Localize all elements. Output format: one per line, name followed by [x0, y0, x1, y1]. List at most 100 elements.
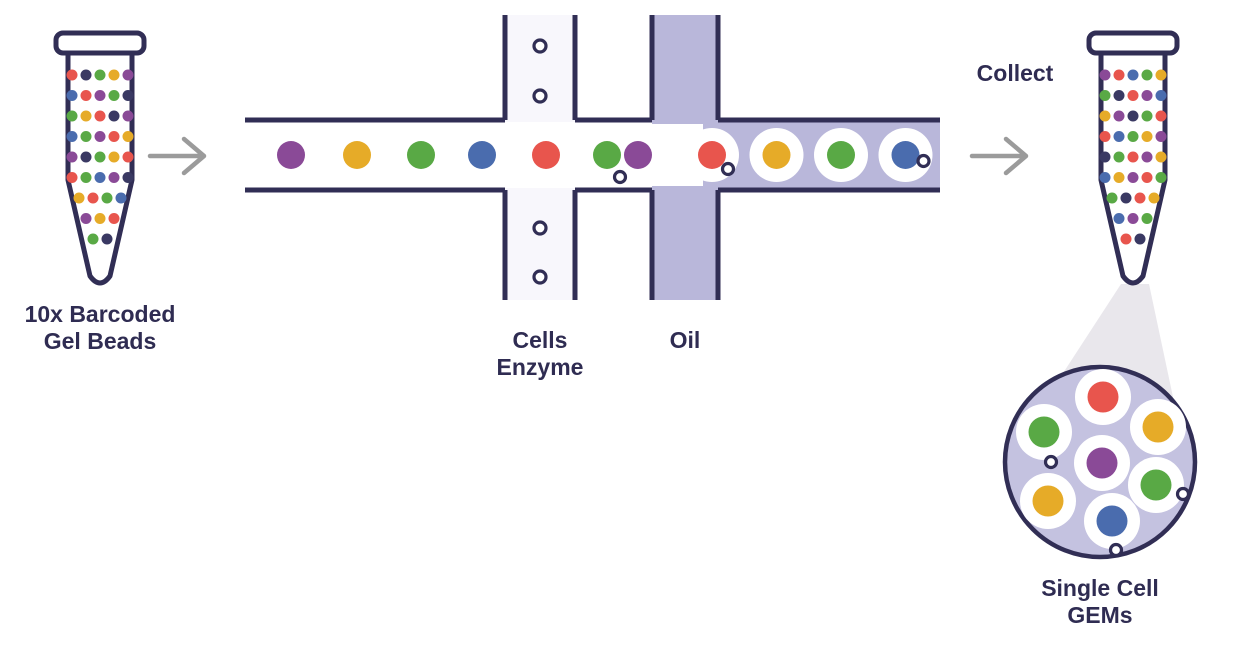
- gel-bead-dot: [122, 110, 134, 122]
- cell-icon: [532, 88, 548, 104]
- gel-bead-dot: [87, 233, 99, 245]
- gel-bead-dot: [122, 172, 134, 183]
- gel-bead-dot: [80, 90, 92, 101]
- gel-bead-dot: [1141, 131, 1153, 142]
- gel-bead-dot: [94, 151, 106, 163]
- cell-icon: [532, 38, 548, 54]
- gel-bead-dot: [1127, 172, 1139, 183]
- gel-bead: [827, 141, 855, 169]
- gel-bead-dot: [94, 90, 106, 101]
- gel-bead-dot: [94, 131, 106, 142]
- gel-bead-dot: [94, 172, 106, 183]
- gel-bead-dot: [1099, 69, 1111, 81]
- gel-bead-dot: [1113, 172, 1125, 183]
- flow-arrow-left-icon: [147, 136, 207, 176]
- gel-bead-dot: [108, 69, 120, 81]
- collection-tube: [1089, 33, 1177, 283]
- gel-bead-dot: [80, 213, 92, 224]
- gel-bead: [1086, 447, 1118, 479]
- cell-icon: [532, 269, 548, 285]
- gel-bead-dot: [1113, 213, 1125, 224]
- cell-icon: [1108, 542, 1124, 558]
- gel-beads-label-line2: Gel Beads: [44, 328, 157, 354]
- gel-bead: [343, 141, 371, 169]
- gel-bead: [532, 141, 560, 169]
- gel-bead-dot: [1099, 90, 1111, 101]
- gel-bead-dot: [108, 131, 120, 142]
- gel-bead-dot: [66, 110, 78, 122]
- collection-tube-contents: [1099, 69, 1167, 245]
- gel-bead-dot: [122, 151, 134, 163]
- cells-label-line2: Enzyme: [497, 354, 584, 380]
- gel-bead-dot: [1113, 110, 1125, 122]
- gel-bead-dot: [66, 151, 78, 163]
- gel-bead-dot: [1134, 233, 1146, 245]
- gel-beads-label-line1: 10x Barcoded: [25, 301, 176, 327]
- gel-bead: [1028, 416, 1060, 448]
- gel-bead-dot: [80, 69, 92, 81]
- gel-bead: [407, 141, 435, 169]
- gel-bead-dot: [108, 172, 120, 183]
- gel-bead-dot: [1099, 131, 1111, 142]
- gel-bead-dot: [73, 192, 85, 204]
- gems-label-line1: Single Cell: [1041, 575, 1159, 601]
- magnifier-gems: [1016, 369, 1191, 558]
- gel-bead-dot: [1155, 110, 1167, 122]
- gel-bead-dot: [122, 69, 134, 81]
- gel-bead-dot: [1106, 192, 1118, 204]
- channel-beads: [277, 141, 652, 185]
- gel-bead-dot: [101, 233, 113, 245]
- gel-bead-dot: [1099, 151, 1111, 163]
- gel-bead-dot: [94, 213, 106, 224]
- gel-bead: [698, 141, 726, 169]
- collect-label: Collect: [977, 60, 1054, 86]
- gel-bead: [468, 141, 496, 169]
- gel-bead-dot: [80, 131, 92, 142]
- gel-bead-dot: [1127, 131, 1139, 142]
- gel-bead-dot: [1134, 192, 1146, 204]
- gel-bead-dot: [1113, 151, 1125, 163]
- gel-bead-dot: [1155, 151, 1167, 163]
- gel-bead-dot: [1113, 90, 1125, 101]
- gel-bead-dot: [94, 110, 106, 122]
- gel-bead-dot: [1120, 192, 1132, 204]
- gel-bead-dot: [101, 192, 113, 204]
- gel-beads-tube-contents: [66, 69, 134, 245]
- cells-label-line1: Cells: [513, 327, 568, 353]
- gel-bead-dot: [1148, 192, 1160, 204]
- cell-icon: [720, 161, 736, 177]
- cell-icon: [1175, 486, 1191, 502]
- gel-bead-dot: [1141, 172, 1153, 183]
- gel-bead-dot: [66, 69, 78, 81]
- gel-bead-dot: [108, 110, 120, 122]
- channel-walls: [245, 15, 940, 300]
- gel-bead: [1140, 469, 1172, 501]
- gel-bead-dot: [108, 90, 120, 101]
- gel-bead-dot: [1141, 69, 1153, 81]
- gel-bead: [1142, 411, 1174, 443]
- gel-bead-dot: [66, 90, 78, 101]
- flow-arrow-right-icon: [969, 136, 1029, 176]
- gel-bead-dot: [66, 131, 78, 142]
- gel-bead: [762, 141, 791, 169]
- gel-bead: [624, 141, 652, 169]
- gel-bead-dot: [80, 110, 92, 122]
- gel-bead-dot: [1127, 90, 1139, 101]
- gel-bead-dot: [1099, 172, 1111, 183]
- gems-label-line2: GEMs: [1067, 602, 1132, 628]
- gel-bead-dot: [80, 151, 92, 163]
- gel-bead: [1032, 485, 1064, 517]
- gel-bead-dot: [1155, 172, 1167, 183]
- gel-bead-dot: [1155, 131, 1167, 142]
- oil-label: Oil: [670, 327, 701, 353]
- gel-bead-dot: [1127, 69, 1139, 81]
- gel-bead: [593, 141, 621, 169]
- gel-bead-dot: [94, 69, 106, 81]
- gel-bead-dot: [122, 90, 134, 101]
- gel-bead: [1096, 505, 1128, 537]
- gel-bead-dot: [1141, 110, 1153, 122]
- gel-bead-dot: [108, 213, 120, 224]
- gel-bead: [891, 141, 920, 169]
- cell-icon: [916, 153, 931, 169]
